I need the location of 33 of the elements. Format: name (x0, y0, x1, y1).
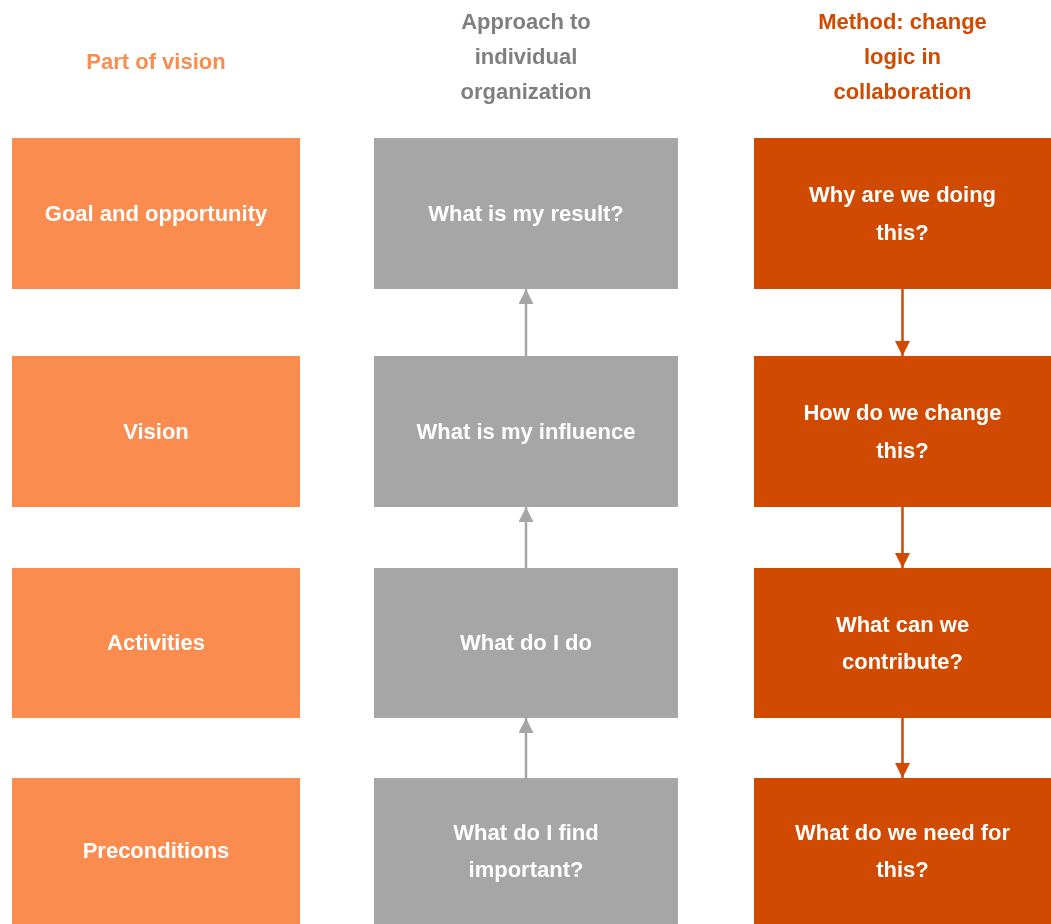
process-box (374, 138, 678, 289)
box-text: Activities (107, 629, 205, 658)
process-box (374, 778, 678, 924)
box-text: What is my influence (416, 417, 636, 446)
box-text: Goal and opportunity (44, 199, 268, 228)
process-box (754, 778, 1051, 924)
process-box (374, 568, 678, 718)
process-box (12, 138, 300, 289)
arrow (895, 507, 910, 568)
box-text: What do I find important? (452, 818, 600, 884)
box-text: What do I do (460, 629, 592, 658)
process-box (374, 356, 678, 507)
arrow (518, 507, 534, 568)
box-text: How do we change this? (802, 399, 1003, 465)
process-box (754, 568, 1051, 718)
process-box (12, 356, 300, 507)
box-text: Why are we doing this? (808, 181, 997, 247)
box-text: What can we contribute? (834, 610, 971, 676)
column-heading: Approach to individual organization (459, 8, 593, 107)
arrow (518, 718, 534, 778)
arrow (518, 289, 534, 356)
process-box (754, 356, 1051, 507)
process-box (12, 778, 300, 924)
process-box (754, 138, 1051, 289)
process-box (12, 568, 300, 718)
column-heading: Method: change logic in collaboration (817, 8, 988, 107)
box-text: What do we need for this? (793, 818, 1012, 884)
box-text: Vision (123, 417, 189, 446)
column-heading: Part of vision (85, 48, 227, 76)
box-text: What is my result? (428, 199, 624, 228)
box-text: Preconditions (82, 837, 230, 866)
arrow (895, 289, 910, 356)
arrow (895, 718, 910, 778)
